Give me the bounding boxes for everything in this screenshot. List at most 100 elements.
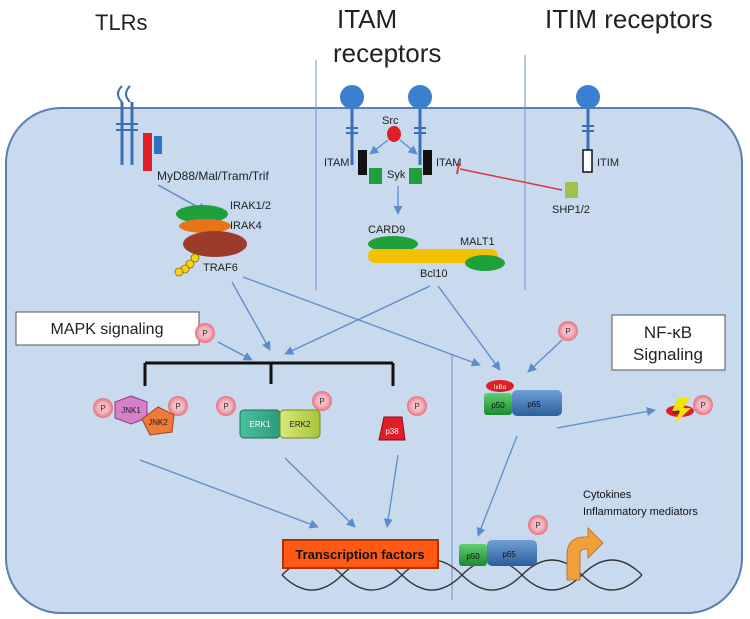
- bcl10-shape: [465, 255, 505, 271]
- header-itam: ITAM: [337, 4, 397, 34]
- jnk1-shape: [114, 395, 148, 425]
- header-tlrs: TLRs: [95, 10, 148, 35]
- nuclear-p65-shape: [487, 540, 537, 566]
- ubiquitin-chain: [174, 253, 200, 277]
- nfkb-box: [611, 314, 726, 371]
- irak12-shape: [176, 205, 228, 223]
- nuclear-p50-label: p50: [466, 552, 480, 561]
- svg-text:P: P: [565, 327, 570, 336]
- dna-helix: [281, 559, 643, 591]
- src-label: Src: [382, 115, 399, 127]
- itam-left-motif: [358, 150, 367, 175]
- itim-label: ITIM: [597, 157, 619, 169]
- phospho-marker: P: [216, 396, 236, 416]
- svg-text:P: P: [700, 401, 705, 410]
- arrow-p38-to-tf: [383, 454, 399, 528]
- transcription-factors-label: Transcription factors: [295, 547, 424, 562]
- itim-motif: [582, 149, 593, 173]
- arrow-src-right: [399, 139, 418, 155]
- phospho-marker: P: [312, 391, 332, 411]
- p38-label: p38: [385, 427, 399, 436]
- arrow-p-to-mapk: [217, 341, 253, 361]
- svg-text:P: P: [202, 329, 207, 338]
- itim-receptor: [576, 85, 600, 152]
- traf6-shape: [183, 231, 247, 257]
- mapk-box-label: MAPK signaling: [51, 321, 164, 338]
- itam-left-label: ITAM: [324, 157, 349, 169]
- p50-label: p50: [491, 401, 505, 410]
- arrow-traf6-to-mapk: [231, 281, 271, 351]
- inhibition-bar: [456, 162, 460, 175]
- irak4-label: IRAK4: [230, 220, 262, 232]
- jnk1-label: JNK1: [121, 406, 141, 415]
- malt1-label: MALT1: [460, 236, 495, 248]
- myd88-red-bar: [143, 133, 152, 171]
- erk2-label: ERK2: [290, 420, 311, 429]
- nfkb-box-label-1: NF-κB: [644, 323, 692, 342]
- ikb-free-label: IκB: [672, 410, 680, 416]
- nuclear-p50-shape: [459, 544, 487, 566]
- syk-right-shape: [409, 168, 422, 184]
- arrow-p-to-nfkb: [527, 339, 563, 373]
- svg-text:P: P: [319, 397, 324, 406]
- syk-left-shape: [369, 168, 382, 184]
- output-arrow-icon: [566, 527, 604, 581]
- svg-text:P: P: [175, 402, 180, 411]
- nfkb-box-label-2: Signaling: [633, 345, 703, 364]
- arrow-nfkb-to-nucleus: [476, 435, 518, 537]
- card9-label: CARD9: [368, 224, 405, 236]
- phospho-marker: P: [528, 515, 548, 535]
- svg-text:P: P: [100, 404, 105, 413]
- svg-text:P: P: [223, 402, 228, 411]
- p38-shape: [378, 416, 406, 441]
- inflammatory-label: Inflammatory mediators: [583, 506, 698, 518]
- malt1-shape: [368, 249, 498, 263]
- shp12-label: SHP1/2: [552, 204, 590, 216]
- cell-membrane: [5, 107, 743, 614]
- phospho-marker: P: [407, 396, 427, 416]
- phospho-marker: P: [93, 398, 113, 418]
- degradation-bolt-icon: [672, 398, 691, 424]
- erk1-label: ERK1: [250, 420, 271, 429]
- header-itam-receptors: receptors: [333, 38, 441, 68]
- p50-shape: [484, 393, 512, 415]
- shp12-shape: [565, 182, 578, 198]
- tlr-receptor: [116, 85, 138, 165]
- nuclear-p65-label: p65: [502, 550, 516, 559]
- itam-receptor-right: [408, 85, 432, 165]
- irak12-label: IRAK1/2: [230, 200, 271, 212]
- itam-right-motif: [423, 150, 432, 175]
- itam-right-label: ITAM: [436, 157, 461, 169]
- ikb-label: IκBα: [494, 385, 507, 391]
- card9-shape: [368, 236, 418, 252]
- inhibition-line: [459, 168, 563, 191]
- arrow-src-left: [369, 139, 389, 155]
- svg-text:P: P: [414, 402, 419, 411]
- itam-receptor-left: [340, 85, 364, 165]
- arrow-jnk-to-tf: [139, 459, 319, 529]
- myd88-label: MyD88/Mal/Tram/Trif: [157, 169, 269, 183]
- arrow-card9-to-nfkb: [437, 285, 501, 371]
- arrow-traf6-to-nfkb: [242, 276, 481, 367]
- bcl10-label: Bcl10: [420, 268, 448, 280]
- traf6-label: TRAF6: [203, 262, 238, 274]
- p65-label: p65: [527, 400, 541, 409]
- phospho-marker: P: [693, 395, 713, 415]
- arrow-erk-to-tf: [284, 457, 356, 528]
- phospho-marker: P: [195, 323, 215, 343]
- p65-shape: [512, 390, 562, 416]
- transcription-factors-box: [282, 539, 439, 569]
- src-shape: [387, 126, 401, 142]
- phospho-marker: P: [168, 396, 188, 416]
- cytokines-label: Cytokines: [583, 489, 632, 501]
- arrow-card9-to-mapk: [284, 285, 431, 355]
- svg-text:P: P: [535, 521, 540, 530]
- mapk-bracket: [143, 361, 395, 386]
- jnk2-shape: [141, 406, 175, 436]
- header-itim: ITIM receptors: [545, 4, 713, 34]
- phospho-marker: P: [558, 321, 578, 341]
- erk2-shape: [279, 409, 321, 439]
- myd88-blue-bar: [154, 136, 162, 154]
- ikb-shape: [486, 380, 514, 392]
